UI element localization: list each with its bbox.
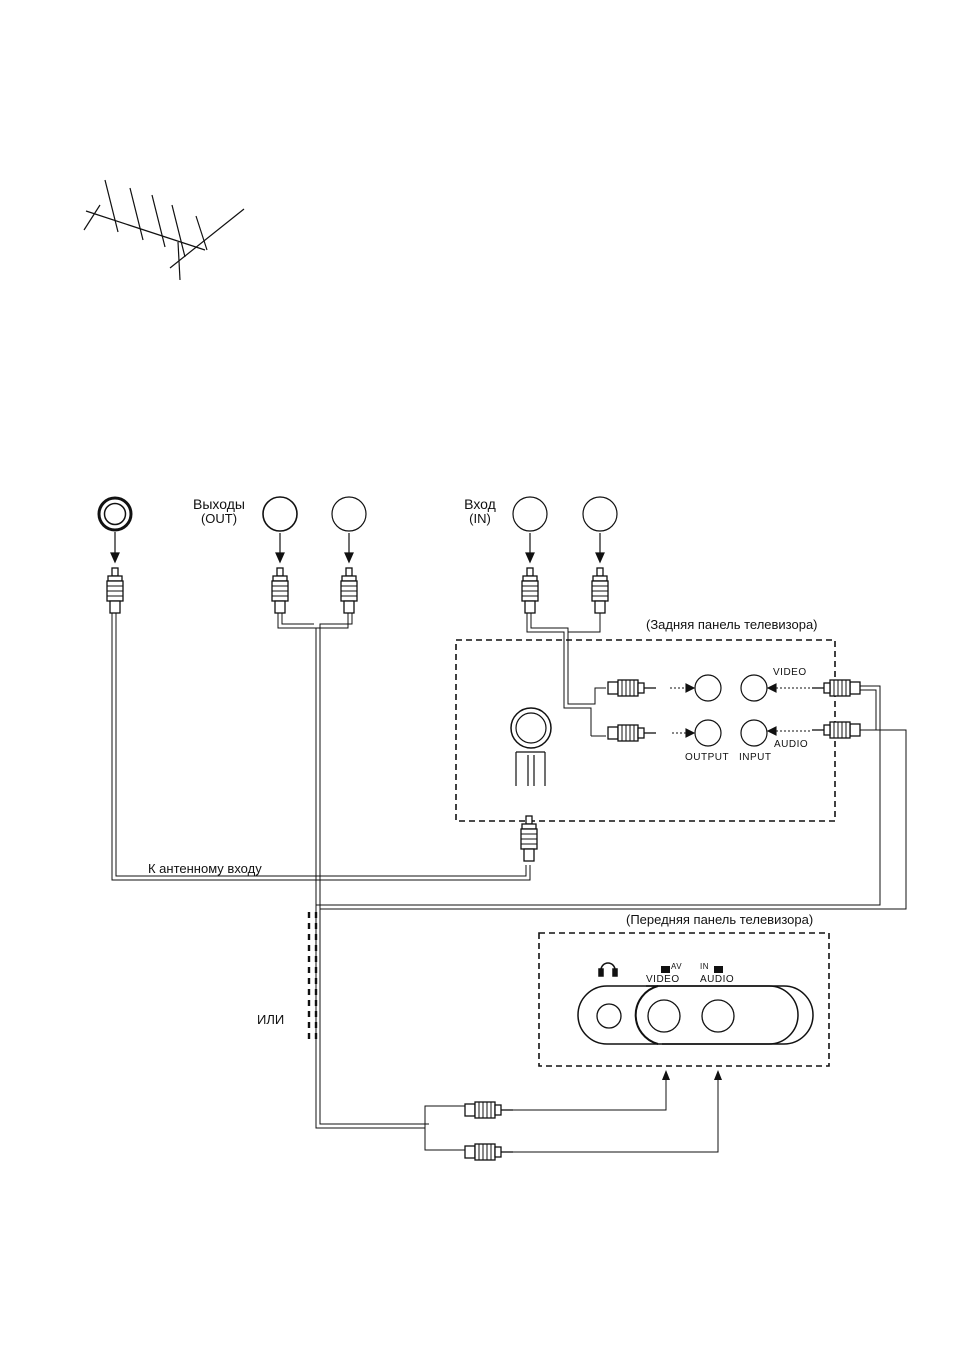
in-tag-mark	[714, 966, 723, 973]
audio-label: AUDIO	[774, 739, 808, 750]
av-tag-label: AV	[671, 963, 682, 972]
tv-antenna-socket	[511, 708, 551, 786]
arrows-front	[662, 1070, 722, 1080]
outputs-label: Выходы (OUT)	[186, 497, 252, 527]
front-audio-jack[interactable]	[702, 1000, 734, 1032]
headphone-jack[interactable]	[597, 1004, 621, 1028]
output-label: OUTPUT	[685, 752, 729, 763]
audio-in-jack[interactable]	[583, 497, 617, 531]
rca-plug-icon	[608, 725, 656, 741]
front-video-jack[interactable]	[648, 1000, 680, 1032]
outputs-title: Выходы	[186, 497, 252, 512]
video-label: VIDEO	[773, 667, 807, 678]
input-sub: (IN)	[457, 512, 503, 526]
rca-plug-icon	[341, 568, 357, 613]
arrows-rear	[670, 684, 810, 737]
rca-plug-icon	[107, 568, 123, 613]
cables	[112, 612, 906, 1152]
rca-plug-icon	[465, 1144, 513, 1160]
rca-plug-icon	[608, 680, 656, 696]
antenna-out-jack[interactable]	[99, 498, 131, 530]
rca-plug-icon	[522, 568, 538, 613]
or-label: ИЛИ	[257, 1013, 284, 1027]
video-output-socket[interactable]	[695, 675, 721, 701]
headphones-icon	[599, 963, 617, 976]
front-panel-label: (Передняя панель телевизора)	[626, 913, 813, 927]
video-input-socket[interactable]	[741, 675, 767, 701]
rca-plug-icon	[812, 722, 860, 738]
input-socket-label: INPUT	[739, 752, 772, 763]
audio-output-socket[interactable]	[695, 720, 721, 746]
av-tag-mark	[661, 966, 670, 973]
or-dashed-link	[309, 912, 316, 1040]
rca-plug-icon	[521, 816, 537, 861]
audio-out-jack[interactable]	[332, 497, 366, 531]
video-out-jack[interactable]	[263, 497, 297, 531]
antenna-input-label: К антенному входу	[148, 862, 262, 876]
rca-plug-icon	[465, 1102, 513, 1118]
input-label: Вход (IN)	[457, 497, 503, 527]
video-in-jack[interactable]	[513, 497, 547, 531]
rca-plug-icon	[592, 568, 608, 613]
front-video-label: VIDEO	[646, 974, 680, 985]
rear-panel-label: (Задняя панель телевизора)	[646, 618, 818, 632]
yagi-antenna-icon	[84, 180, 244, 280]
input-title: Вход	[457, 497, 503, 512]
arrows-top	[111, 532, 604, 562]
in-tag-label: IN	[700, 963, 709, 972]
audio-input-socket[interactable]	[741, 720, 767, 746]
front-audio-label: AUDIO	[700, 974, 734, 985]
rca-plug-icon	[812, 680, 860, 696]
rca-plug-icon	[272, 568, 288, 613]
outputs-sub: (OUT)	[186, 512, 252, 526]
